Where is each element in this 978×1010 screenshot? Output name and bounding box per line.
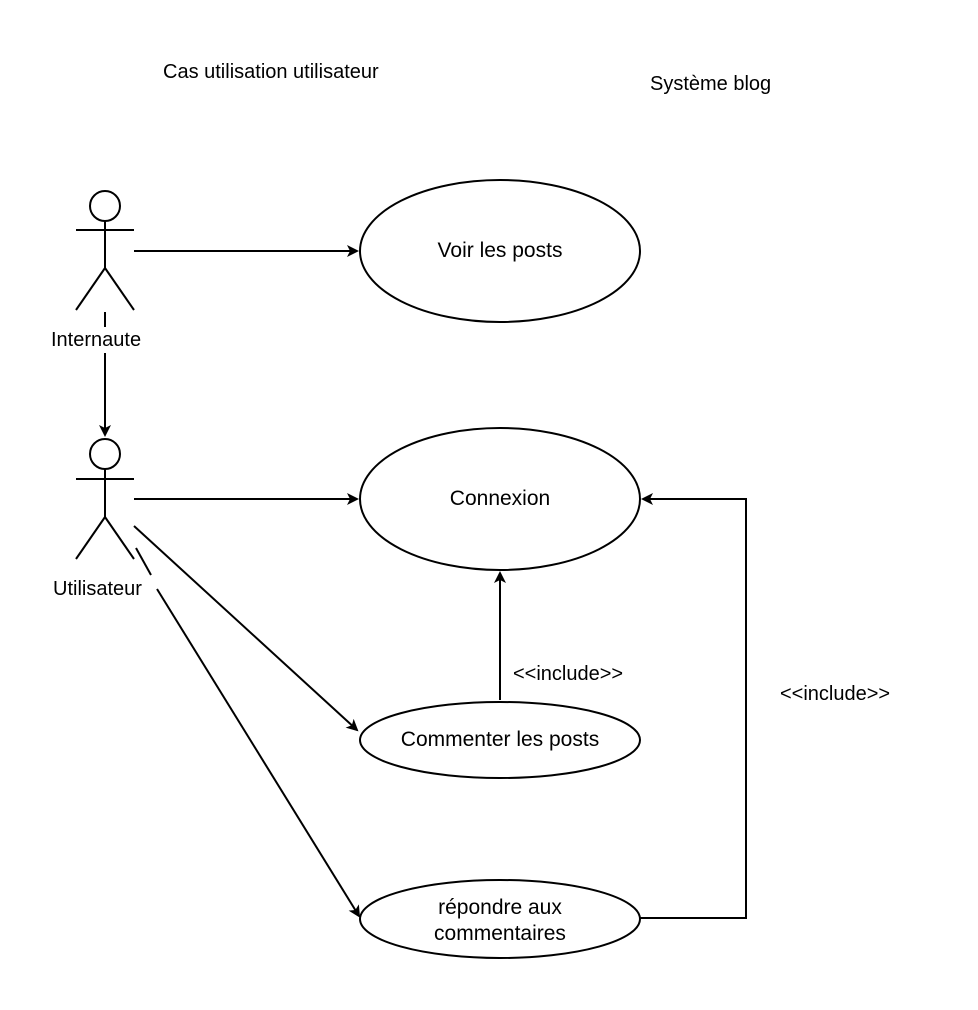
usecase-voir-posts-label: Voir les posts <box>437 239 563 262</box>
usecase-commenter-label: Commenter les posts <box>400 728 600 751</box>
include-label-commenter: <<include>> <box>513 663 624 685</box>
usecase-repondre-label-line1: répondre aux <box>438 896 562 919</box>
include-label-repondre: <<include>> <box>780 683 891 705</box>
include-repondre-connexion <box>640 493 747 919</box>
diagram-title: Cas utilisation utilisateur <box>163 61 379 83</box>
actor-internaute-figure <box>75 190 135 311</box>
actor-utilisateur-label: Utilisateur <box>52 577 143 601</box>
usecase-connexion-label: Connexion <box>449 487 551 510</box>
actor-utilisateur-figure <box>75 438 135 560</box>
assoc-utilisateur-repondre-top <box>135 547 152 576</box>
usecase-voir-posts-ellipse <box>359 179 641 323</box>
usecase-connexion-ellipse <box>359 427 641 571</box>
usecase-repondre-label-line2: commentaires <box>434 922 566 945</box>
usecase-commenter-ellipse <box>359 701 641 779</box>
actor-internaute-label: Internaute <box>50 328 143 352</box>
system-label: Système blog <box>650 73 772 95</box>
assoc-utilisateur-repondre <box>156 588 361 918</box>
assoc-utilisateur-commenter <box>133 525 359 732</box>
